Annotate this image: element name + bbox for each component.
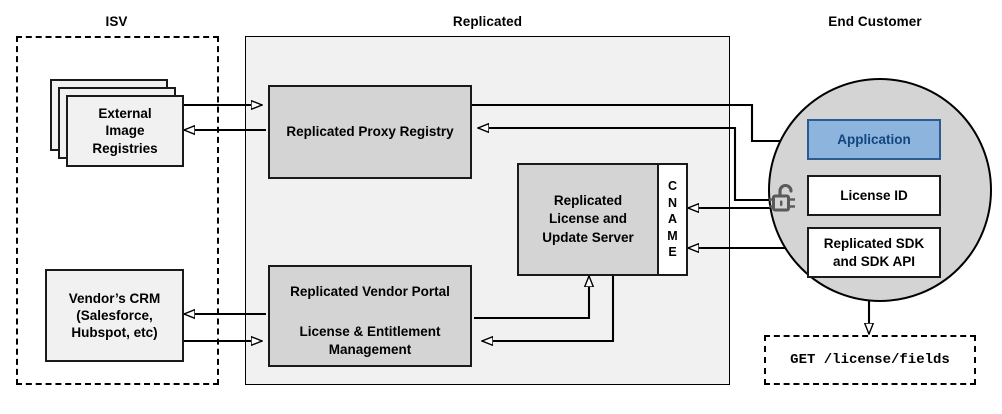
node-application[interactable]: Application (807, 119, 941, 160)
zone-label-end-customer: End Customer (828, 14, 922, 29)
license-update-server-label: Replicated License and Update Server (542, 192, 634, 245)
vendor-portal-title: Replicated Vendor Portal (290, 283, 450, 299)
node-replicated-vendor-portal[interactable]: Replicated Vendor Portal License & Entit… (268, 265, 472, 367)
cname-letter-a: A (667, 212, 678, 227)
node-replicated-license-update-server[interactable]: Replicated License and Update Server C N… (517, 163, 688, 276)
cname-badge: C N A M E (657, 165, 686, 274)
unlocked-padlock-icon (769, 182, 801, 223)
cname-letter-n: N (667, 195, 678, 210)
cname-letter-c: C (667, 179, 678, 194)
node-license-id[interactable]: License ID (807, 175, 941, 216)
node-api-request[interactable]: GET /license/fields (764, 335, 976, 385)
cname-letter-e: E (668, 245, 677, 260)
node-vendors-crm[interactable]: Vendor’s CRM (Salesforce, Hubspot, etc) (45, 269, 184, 362)
zone-label-replicated: Replicated (452, 14, 523, 29)
zone-label-isv: ISV (105, 14, 128, 29)
cname-letter-m: M (667, 228, 678, 243)
vendor-portal-subtitle: License & Entitlement Management (299, 323, 441, 357)
node-external-image-registries[interactable]: External Image Registries (66, 95, 184, 167)
node-replicated-sdk[interactable]: Replicated SDK and SDK API (807, 227, 941, 278)
zone-isv-boundary (16, 36, 219, 385)
node-replicated-proxy-registry[interactable]: Replicated Proxy Registry (268, 85, 472, 179)
